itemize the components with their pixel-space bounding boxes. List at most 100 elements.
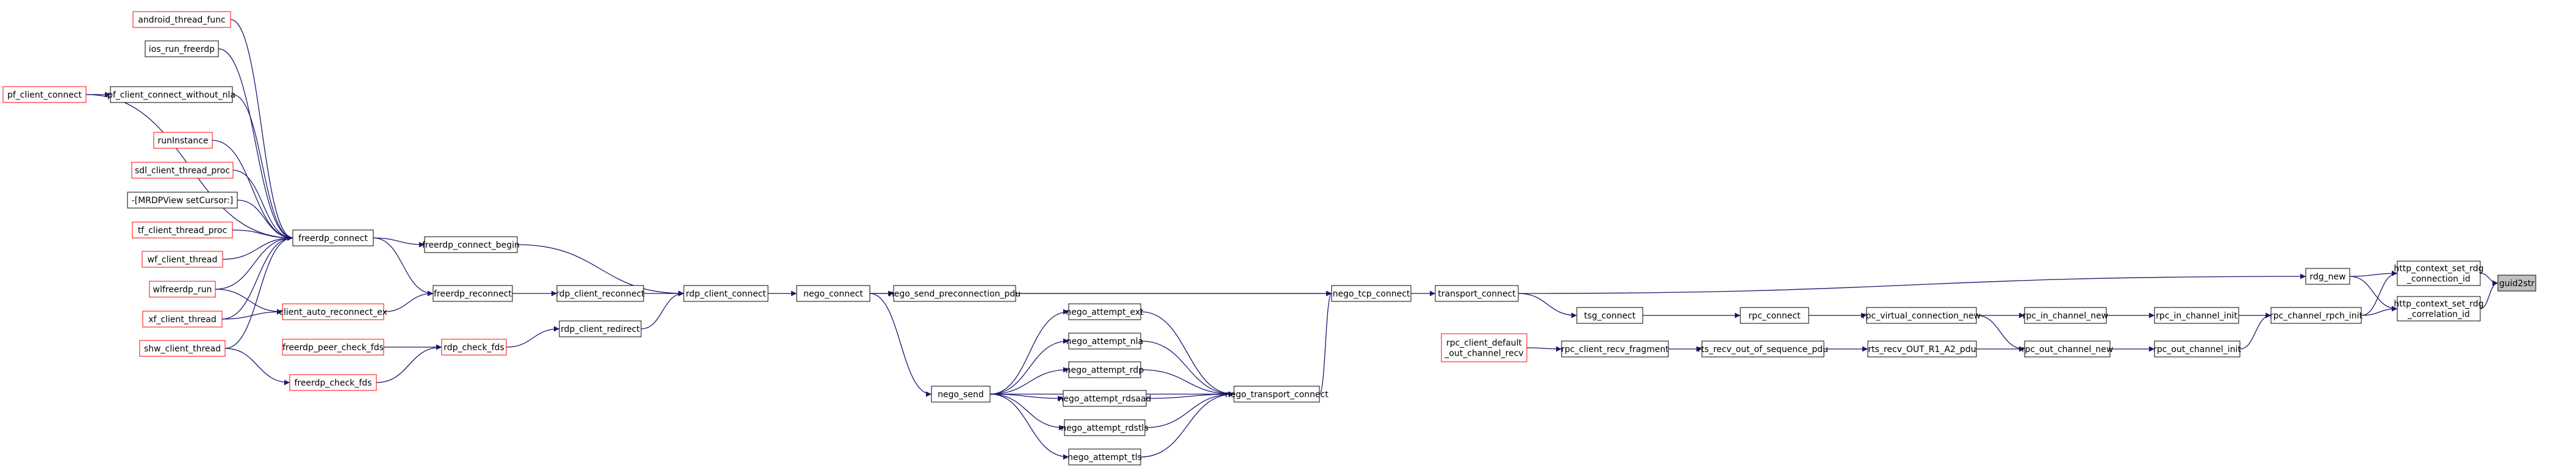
node-box xyxy=(559,320,642,337)
node-pf_client_connect_without_nla[interactable]: pf_client_connect_without_nla xyxy=(107,86,235,103)
node-nego_send_preconnection_pdu[interactable]: nego_send_preconnection_pdu xyxy=(889,285,1021,302)
node-rdp_client_reconnect[interactable]: rdp_client_reconnect xyxy=(556,285,645,302)
node-pf_client_connect[interactable]: pf_client_connect xyxy=(2,86,87,103)
node-tf_client_thread_proc[interactable]: tf_client_thread_proc xyxy=(132,221,233,239)
node-freerdp_check_fds[interactable]: freerdp_check_fds xyxy=(289,374,377,391)
node-box xyxy=(292,229,374,246)
node-rpc_in_channel_new[interactable]: rpc_in_channel_new xyxy=(2023,307,2108,324)
edge-wf_client_thread-to-freerdp_connect xyxy=(222,235,293,260)
node-rpc_virtual_connection_new[interactable]: rpc_virtual_connection_new xyxy=(1862,307,1981,324)
edge-pf_client_connect_without_nla-to-freerdp_connect xyxy=(232,94,293,241)
node-label: http_context_set_rdg xyxy=(2394,300,2483,309)
node-label: rdp_client_connect xyxy=(686,289,766,299)
node-freerdp_connect[interactable]: freerdp_connect xyxy=(292,229,374,246)
node-nego_send[interactable]: nego_send xyxy=(931,386,991,403)
node-box xyxy=(1576,307,1643,324)
edge-nego_transport_connect-to-nego_tcp_connect xyxy=(1319,290,1332,395)
node-rts_recv_OUT_R1_A2_pdu[interactable]: rts_recv_OUT_R1_A2_pdu xyxy=(1867,340,1977,358)
node-label: _connection_id xyxy=(2406,275,2470,284)
node-nego_attempt_rdp[interactable]: nego_attempt_rdp xyxy=(1066,361,1144,378)
node-rdp_client_connect[interactable]: rdp_client_connect xyxy=(683,285,769,302)
node-sdl_client_thread_proc[interactable]: sdl_client_thread_proc xyxy=(131,162,234,179)
node-label: rdp_check_fds xyxy=(443,343,504,353)
node-label: nego_connect xyxy=(803,289,863,299)
node-rpc_client_recv_fragment[interactable]: rpc_client_recv_fragment xyxy=(1561,340,1669,358)
node-client_auto_reconnect_ex[interactable]: client_auto_reconnect_ex xyxy=(279,303,387,320)
node-label: nego_attempt_nla xyxy=(1066,337,1143,347)
node-rpc_channel_rpch_init[interactable]: rpc_channel_rpch_init xyxy=(2270,307,2363,324)
edge-rdp_client_redirect-to-rdp_client_connect xyxy=(640,290,684,329)
node-http_corr[interactable]: http_context_set_rdg_correlation_id xyxy=(2394,296,2484,322)
node-label: rpc_out_channel_init xyxy=(2153,345,2241,354)
node-runInstance[interactable]: runInstance xyxy=(153,132,213,149)
node-freerdp_reconnect[interactable]: freerdp_reconnect xyxy=(432,285,513,302)
node-rdp_check_fds[interactable]: rdp_check_fds xyxy=(441,339,507,356)
node-label: client_auto_reconnect_ex xyxy=(279,307,387,317)
node-box xyxy=(2024,340,2111,358)
node-http_conn[interactable]: http_context_set_rdg_connection_id xyxy=(2394,261,2484,286)
edge-mrdpview-to-freerdp_connect xyxy=(237,200,293,241)
node-rpc_out_channel_new[interactable]: rpc_out_channel_new xyxy=(2022,340,2114,358)
node-label: tsg_connect xyxy=(1584,311,1636,321)
node-wf_client_thread[interactable]: wf_client_thread xyxy=(142,251,223,268)
node-box xyxy=(142,311,223,328)
node-label: freerdp_check_fds xyxy=(295,378,372,388)
node-android_thread_func[interactable]: android_thread_func xyxy=(132,11,231,28)
edge-nego_attempt_tls-to-nego_transport_connect xyxy=(1140,391,1235,458)
node-box xyxy=(1867,340,1977,358)
node-nego_connect[interactable]: nego_connect xyxy=(796,285,870,302)
node-box xyxy=(441,339,507,356)
edge-nego_send-to-nego_attempt_ext xyxy=(989,309,1069,395)
node-wlfreerdp_run[interactable]: wlfreerdp_run xyxy=(149,281,216,298)
node-box xyxy=(424,236,518,253)
node-freerdp_connect_begin[interactable]: freerdp_connect_begin xyxy=(422,236,520,253)
node-mrdpview[interactable]: -[MRDPView setCursor:] xyxy=(127,192,238,209)
node-label: runInstance xyxy=(157,136,208,146)
node-box xyxy=(131,162,234,179)
edge-transport_connect-to-tsg_connect xyxy=(1518,293,1577,318)
node-guid2str[interactable]: guid2str xyxy=(2497,275,2536,292)
node-ios_run_freerdp[interactable]: ios_run_freerdp xyxy=(145,40,219,57)
node-nego_attempt_tls[interactable]: nego_attempt_tls xyxy=(1067,448,1142,466)
node-label: pf_client_connect_without_nla xyxy=(107,90,235,100)
node-label: nego_send_preconnection_pdu xyxy=(889,289,1021,299)
node-box xyxy=(1068,448,1141,466)
node-label: freerdp_connect_begin xyxy=(422,240,520,250)
node-nego_attempt_rdsaad[interactable]: nego_attempt_rdsaad xyxy=(1058,390,1152,407)
node-box xyxy=(142,251,223,268)
node-label: shw_client_thread xyxy=(144,344,221,354)
node-nego_transport_connect[interactable]: nego_transport_connect xyxy=(1225,386,1329,403)
node-rdp_client_redirect[interactable]: rdp_client_redirect xyxy=(559,320,642,337)
node-box xyxy=(683,285,769,302)
edge-rpc_virtual_connection_new-to-rpc_out_channel_new xyxy=(1976,315,2025,352)
node-freerdp_peer_check_fds[interactable]: freerdp_peer_check_fds xyxy=(282,339,384,356)
node-rpc_out_channel_init[interactable]: rpc_out_channel_init xyxy=(2153,340,2241,358)
edge-nego_attempt_rdstls-to-nego_transport_connect xyxy=(1144,391,1235,428)
node-transport_connect[interactable]: transport_connect xyxy=(1435,285,1519,302)
node-label: nego_attempt_rdp xyxy=(1066,365,1144,375)
node-rpc_in_channel_init[interactable]: rpc_in_channel_init xyxy=(2154,307,2239,324)
node-rpc_client_default_out_channel_recv[interactable]: rpc_client_default_out_channel_recv xyxy=(1441,333,1527,362)
node-box xyxy=(1435,285,1519,302)
edge-nego_send-to-nego_attempt_nla xyxy=(989,338,1069,395)
node-rpc_connect[interactable]: rpc_connect xyxy=(1740,307,1809,324)
node-shw_client_thread[interactable]: shw_client_thread xyxy=(139,340,226,357)
edge-nego_connect-to-nego_send xyxy=(869,293,932,397)
node-rts_recv_out_of_sequence_pdu[interactable]: rts_recv_out_of_sequence_pdu xyxy=(1698,340,1828,358)
node-box xyxy=(282,303,384,320)
node-tsg_connect[interactable]: tsg_connect xyxy=(1576,307,1643,324)
edge-rpc_channel_rpch_init-to-http_conn xyxy=(2361,270,2398,316)
node-nego_attempt_rdstls[interactable]: nego_attempt_rdstls xyxy=(1061,419,1149,436)
node-nego_attempt_ext[interactable]: nego_attempt_ext xyxy=(1066,303,1144,320)
node-label: tf_client_thread_proc xyxy=(138,226,227,235)
node-box xyxy=(289,374,377,391)
node-rdg_new[interactable]: rdg_new xyxy=(2305,268,2350,285)
node-label: _correlation_id xyxy=(2407,310,2470,320)
node-box xyxy=(1068,361,1141,378)
node-xf_client_thread[interactable]: xf_client_thread xyxy=(142,311,223,328)
node-nego_attempt_nla[interactable]: nego_attempt_nla xyxy=(1066,333,1143,350)
node-box xyxy=(2397,296,2481,322)
node-nego_tcp_connect[interactable]: nego_tcp_connect xyxy=(1331,285,1412,302)
edge-freerdp_connect-to-freerdp_reconnect xyxy=(373,237,434,297)
